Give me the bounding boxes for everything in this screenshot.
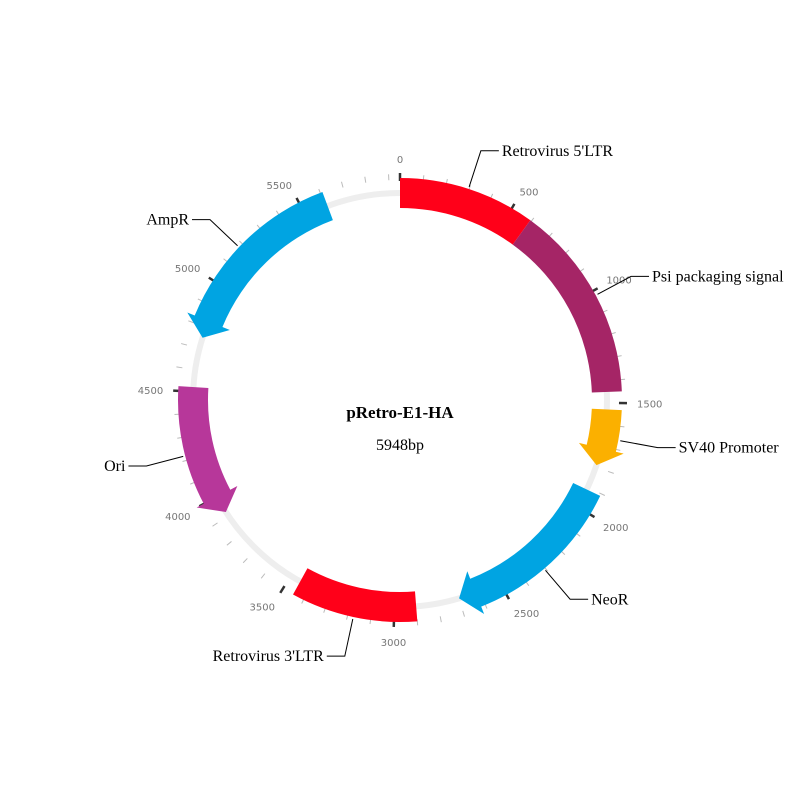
tick-label: 4000 — [165, 512, 190, 523]
leader-line-psi-packaging-signal — [597, 275, 650, 295]
minor-tick — [212, 522, 218, 527]
minor-tick — [188, 320, 195, 324]
feature-psi-packaging-signal[interactable] — [512, 220, 622, 393]
tick-label: 5000 — [175, 264, 200, 275]
tick-label: 3500 — [250, 602, 275, 613]
feature-retrovirus-3-ltr[interactable] — [293, 568, 418, 622]
major-tick — [279, 585, 286, 594]
leader-line-retrovirus-5-ltr — [468, 150, 499, 188]
leader-line-sv40-promoter — [620, 440, 676, 449]
feature-retrovirus-5-ltr[interactable] — [400, 178, 531, 245]
feature-label-neor: NeoR — [591, 591, 629, 608]
tick-label: 2000 — [603, 523, 628, 534]
feature-label-ori: Ori — [104, 458, 126, 475]
feature-ampr[interactable] — [187, 192, 333, 338]
minor-tick — [181, 343, 188, 346]
minor-tick — [439, 616, 442, 623]
plasmid-name: pRetro-E1-HA — [346, 403, 454, 422]
minor-tick — [242, 558, 248, 564]
feature-label-psi-packaging-signal: Psi packaging signal — [652, 268, 784, 285]
plasmid-length: 5948bp — [376, 437, 424, 454]
feature-label-sv40-promoter: SV40 Promoter — [679, 440, 780, 457]
feature-ori[interactable] — [177, 386, 238, 512]
minor-tick — [226, 541, 232, 546]
leader-line-neor — [545, 570, 589, 600]
feature-label-retrovirus-5-ltr: Retrovirus 5'LTR — [502, 143, 614, 160]
minor-tick — [462, 610, 465, 617]
leader-line-ori — [128, 455, 184, 467]
leader-line-ampr — [192, 219, 238, 247]
leader-line-retrovirus-3-ltr — [326, 618, 354, 657]
minor-tick — [364, 176, 367, 183]
tick-label: 3000 — [381, 638, 406, 649]
minor-tick — [607, 470, 614, 474]
feature-label-retrovirus-3-ltr: Retrovirus 3'LTR — [213, 648, 325, 665]
feature-sv40-promoter[interactable] — [578, 408, 624, 466]
tick-label: 1500 — [637, 399, 662, 410]
minor-tick — [176, 366, 183, 369]
tick-label: 1000 — [606, 275, 631, 286]
tick-label: 4500 — [138, 386, 163, 397]
feature-neor[interactable] — [459, 482, 601, 615]
minor-tick — [260, 573, 266, 579]
minor-tick — [599, 492, 606, 496]
tick-label: 2500 — [514, 609, 539, 620]
feature-label-ampr: AmpR — [146, 212, 189, 229]
tick-label: 0 — [397, 155, 403, 166]
tick-label: 5500 — [267, 181, 292, 192]
minor-tick — [340, 181, 344, 188]
tick-label: 500 — [519, 187, 538, 198]
